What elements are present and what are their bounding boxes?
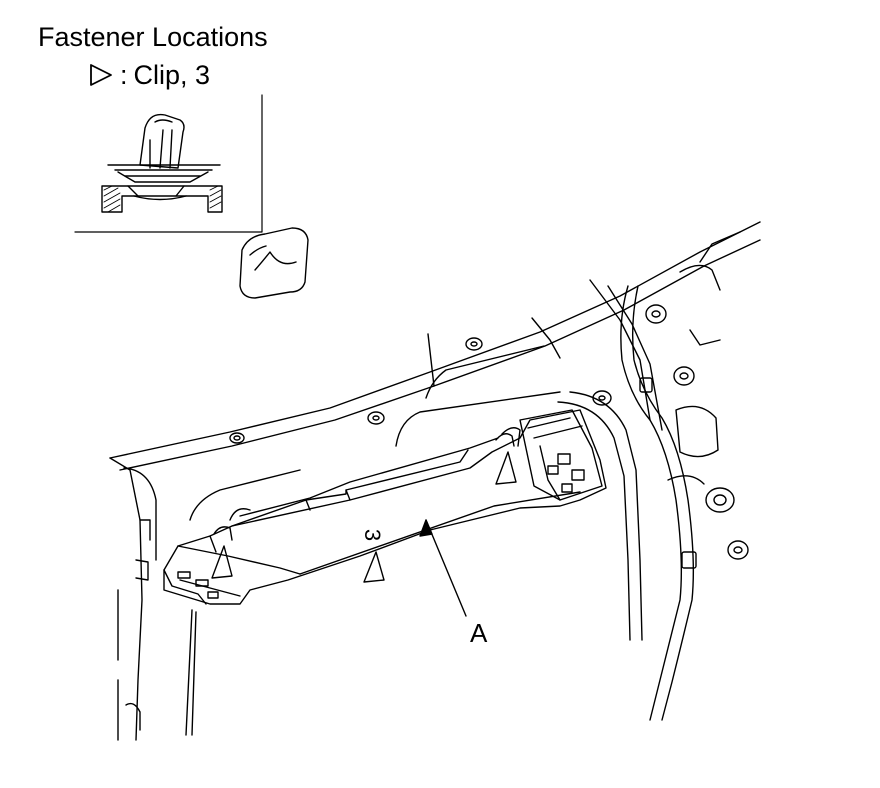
triangle-outline-icon: [90, 64, 112, 86]
clip-markers: [211, 451, 517, 583]
part-a-outline: [163, 409, 607, 605]
clip-detail-inset: [74, 94, 263, 233]
clip-count-mark: 3: [360, 528, 386, 542]
leader-a: [425, 519, 467, 617]
legend-label: Clip, 3: [133, 60, 211, 90]
part-a-callout: A: [470, 618, 488, 648]
legend-separator: :: [120, 60, 128, 90]
legend: : Clip, 3: [88, 58, 210, 92]
page-title: Fastener Locations: [38, 22, 268, 52]
